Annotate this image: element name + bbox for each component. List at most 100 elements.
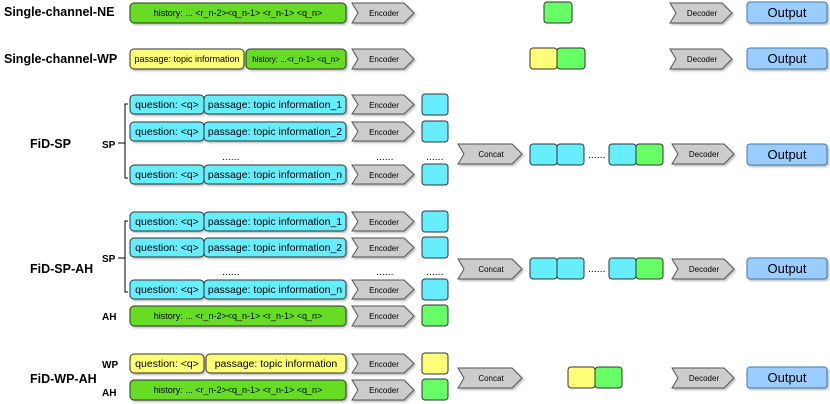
embedding-block-cyan [529,257,558,280]
passage-input [203,237,347,258]
ellipsis: ...... [588,149,606,161]
row-title-fid-wp-ah: FiD-WP-AH [30,372,97,386]
row-fid-wp-ah: FiD-WP-AH WP AH question: <q> passage: t… [30,352,828,401]
ellipsis: ...... [222,151,240,163]
encoder-label: Encoder [369,360,399,369]
embedding-block-cyan [556,143,585,166]
encoder-block: Encoder [351,48,415,70]
ellipsis: ...... [426,151,444,163]
concat-label: Concat [478,265,504,274]
embedding-block-cyan [608,143,637,166]
output-label: Output [767,261,806,276]
decoder-block: Decoder [671,258,735,280]
encoder-label: Encoder [369,101,399,110]
passage-input-text: passage: topic information_1 [208,216,342,228]
embedding-block-cyan [421,210,449,233]
embedding-block-green [421,378,449,401]
output-label: Output [767,147,806,162]
encoder-label: Encoder [369,312,399,321]
embedding-block-cyan [421,278,449,301]
concat-label: Concat [478,374,504,383]
passage-input [203,94,347,115]
embedding-block-green [421,304,449,327]
output-block: Output [746,257,828,280]
history-input [129,305,347,327]
output-label: Output [767,370,806,385]
history-input-text: history: ... <r_n-2><q_n-1> <r_n-1> <q_n… [154,8,323,18]
bracket [118,220,128,293]
passage-input-text: passage: topic information_2 [208,242,342,254]
embedding-block-cyan [556,257,585,280]
embedding-block-green [635,257,664,280]
history-input [129,379,347,401]
embedding-block-green [635,143,664,166]
passage-input [203,164,347,185]
embedding-block-cyan [421,163,449,186]
question-input-text: question: <q> [135,169,199,181]
passage-input-text: passage: topic information [134,54,239,64]
history-input [245,48,347,70]
embedding-block-cyan [529,143,558,166]
encoder-block: Encoder [351,121,415,142]
passage-input [205,353,347,374]
passage-input-text: passage: topic information_2 [208,126,342,138]
passage-input-text: passage: topic information [215,358,338,370]
encoder-block: Encoder [351,305,415,327]
encoder-label: Encoder [369,386,399,395]
output-block: Output [746,143,828,166]
question-input-text: question: <q> [135,284,199,296]
ellipsis: ...... [376,151,394,163]
concat-block: Concat [457,367,523,389]
embedding-block-cyan [421,120,449,143]
passage-input [129,48,245,70]
question-input-text: question: <q> [135,126,199,138]
ellipsis: ...... [588,263,606,275]
embedding-block-cyan [608,257,637,280]
embedding-block-yellow [529,47,558,70]
encoder-label: Encoder [369,128,399,137]
encoder-block: Encoder [351,211,415,232]
row-single-channel-ne: Single-channel-NE history: ... <r_n-2><q… [4,1,828,24]
ah-label: AH [102,312,116,323]
row-title-fid-sp-ah: FiD-SP-AH [30,262,93,276]
bracket [118,103,128,179]
history-input [129,2,347,24]
encoder-block: Encoder [351,164,415,185]
embedding-block-green [556,47,586,70]
output-label: Output [767,5,806,20]
encoder-block: Encoder [351,237,415,258]
ellipsis: ...... [426,266,444,278]
row-fid-sp-ah: FiD-SP-AH SP AH question: <q> passage: t… [30,210,828,327]
decoder-label: Decoder [689,374,720,383]
passage-input [203,211,347,232]
embedding-block-cyan [421,93,449,116]
encoder-block: Encoder [351,2,415,24]
decoder-block: Decoder [671,143,735,165]
row-title-single-channel-ne: Single-channel-NE [4,5,114,19]
encoder-label: Encoder [369,9,399,18]
output-label: Output [767,51,806,66]
passage-input-text: passage: topic information_n [208,169,342,181]
encoder-label: Encoder [369,55,399,64]
concat-block: Concat [457,258,523,280]
encoder-label: Encoder [369,218,399,227]
row-fid-sp: FiD-SP SP question: <q> passage: topic i… [30,93,828,186]
row-title-fid-sp: FiD-SP [30,137,71,151]
history-input-text: history: ... <r_n-2><q_n-1> <r_n-1> <q_n… [154,385,323,395]
question-input-text: question: <q> [135,216,199,228]
encoder-label: Encoder [369,171,399,180]
passage-input-text: passage: topic information_n [208,284,342,296]
wp-label: WP [102,360,118,371]
embedding-block-green [594,366,623,389]
decoder-block: Decoder [669,2,733,24]
ellipsis: ...... [376,266,394,278]
decoder-block: Decoder [671,367,735,389]
embedding-block-green [543,1,573,24]
concat-block: Concat [457,143,523,165]
decoder-label: Decoder [689,150,720,159]
decoder-label: Decoder [689,265,720,274]
decoder-block: Decoder [669,48,733,70]
encoder-block: Encoder [351,379,415,401]
embedding-block-cyan [421,236,449,259]
